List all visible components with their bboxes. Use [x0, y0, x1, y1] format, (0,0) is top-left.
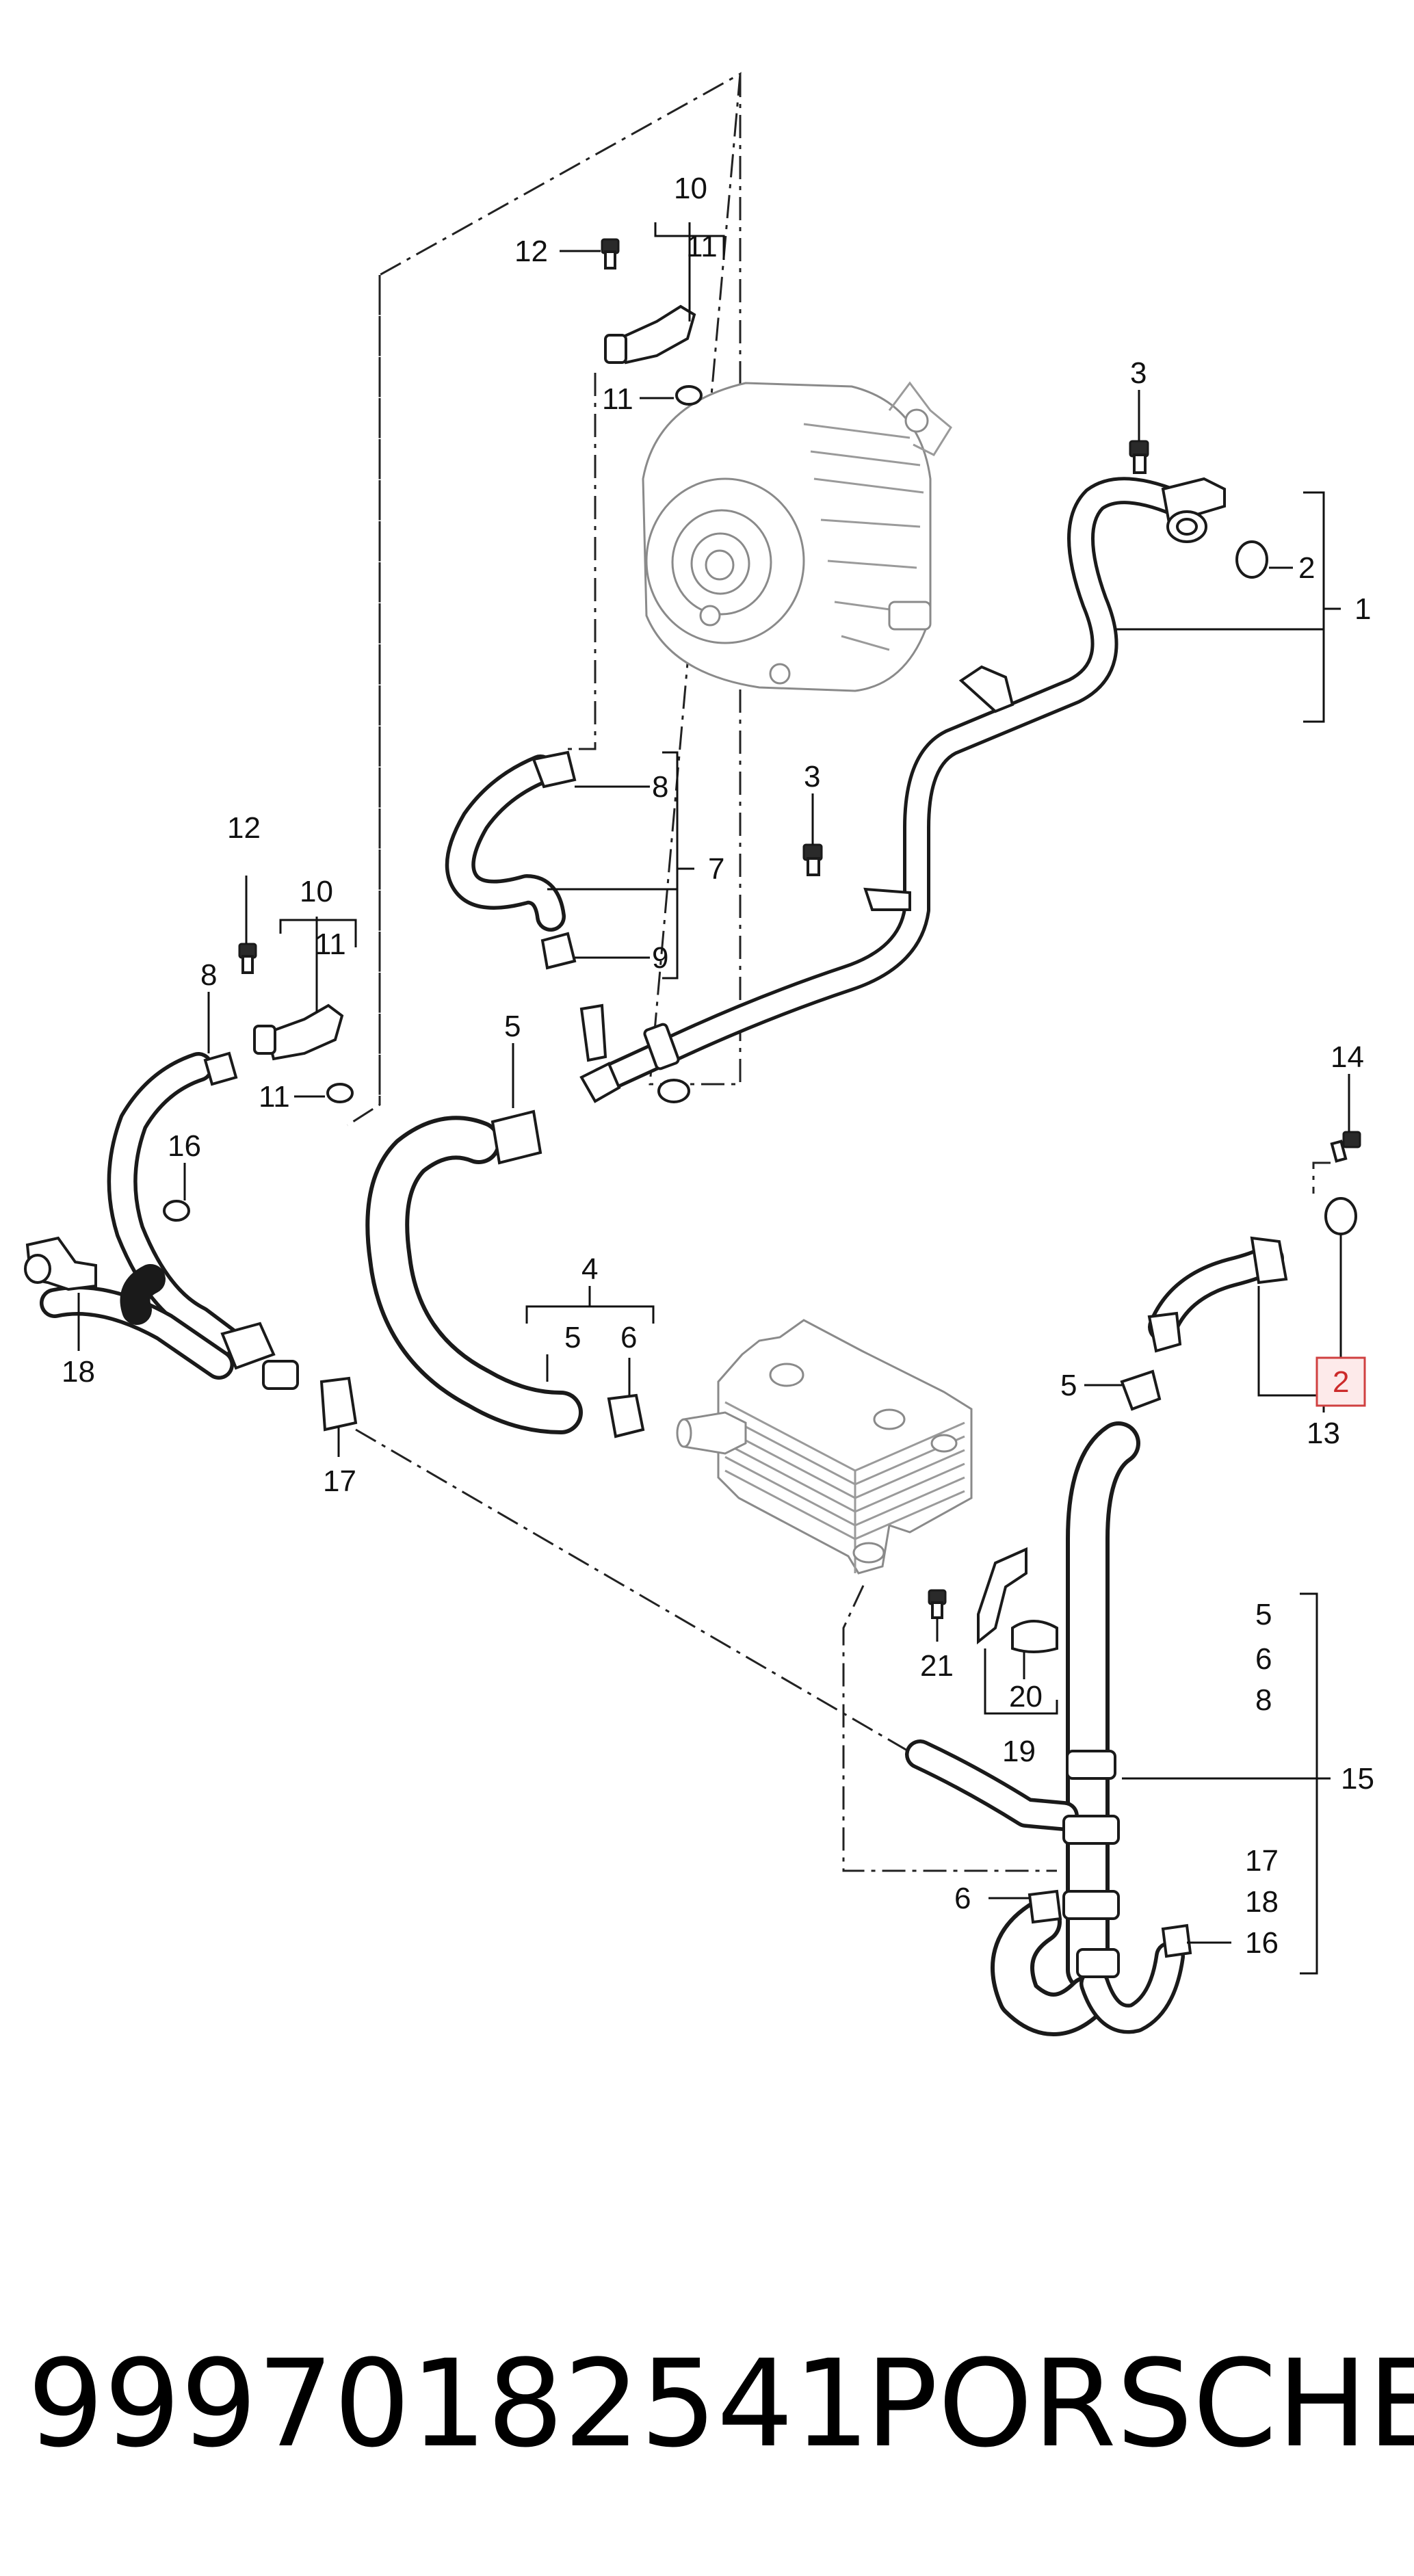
callout-15: 15: [1341, 1762, 1374, 1796]
hose-7: [445, 750, 607, 1062]
bracket-19: [928, 1547, 1058, 1653]
screw-3-mid: [802, 843, 823, 876]
connector-10-top: [601, 238, 703, 406]
alternator: [642, 381, 952, 692]
screw-3-top: [1129, 440, 1149, 474]
o-ring-2-top: [1235, 540, 1268, 579]
part-number: 99970182541: [27, 2334, 870, 2474]
brand-name: PORSCHE: [865, 2334, 1414, 2474]
callout-7: 7: [708, 852, 724, 886]
callout-3-top: 3: [1130, 356, 1147, 390]
callout-10-left: 10: [300, 875, 333, 908]
callout-9: 9: [652, 941, 668, 975]
leader-lines: [77, 222, 1350, 1975]
callout-10-top: 10: [674, 172, 707, 205]
callout-17-group15: 17: [1245, 1844, 1279, 1878]
hose-left: [24, 1051, 358, 1432]
pipe-1: [579, 477, 1226, 1103]
callout-12-left: 12: [227, 811, 261, 845]
highlight-box-part-2: [1315, 1356, 1366, 1407]
callout-5-upper: 5: [504, 1010, 521, 1043]
callout-1: 1: [1354, 592, 1371, 626]
callout-8-group15: 8: [1255, 1683, 1272, 1717]
connector-10-left: [238, 943, 354, 1103]
hose-4: [365, 1109, 645, 1438]
callout-2-highlighted: 2: [1333, 1365, 1349, 1399]
callout-8-top: 8: [652, 770, 668, 804]
callout-5-group4: 5: [564, 1321, 581, 1354]
hose-15: [905, 1421, 1192, 2036]
callout-11-top-left: 11: [602, 382, 633, 416]
callout-labels: 10 11 12 11 3 2 1 8 7 9 3 12 10 11 8 11 …: [62, 172, 1374, 1960]
hose-13: [1147, 1131, 1361, 1353]
clamp-5-right: [1120, 1369, 1162, 1411]
callout-16-group15: 16: [1245, 1926, 1279, 1960]
callout-11-left-left: 11: [259, 1080, 290, 1114]
callout-12-top: 12: [514, 235, 548, 268]
callout-11-left-right: 11: [315, 928, 346, 961]
callout-6-group4: 6: [620, 1321, 637, 1354]
callout-11-top-right: 11: [686, 230, 718, 263]
callout-17-left: 17: [323, 1464, 356, 1498]
callout-13: 13: [1307, 1417, 1340, 1450]
o-ring-2-right: [1324, 1197, 1357, 1235]
callout-5-group15: 5: [1255, 1598, 1272, 1631]
callout-8-left: 8: [200, 958, 217, 992]
callout-6-group15: 6: [1255, 1642, 1272, 1676]
callout-18-left: 18: [62, 1355, 95, 1389]
callout-20: 20: [1009, 1680, 1043, 1713]
callout-3-mid: 3: [804, 760, 820, 793]
callout-4: 4: [581, 1252, 598, 1286]
callout-14: 14: [1331, 1040, 1364, 1074]
callout-2-top: 2: [1298, 551, 1315, 585]
callout-16-left: 16: [168, 1129, 201, 1163]
callout-21: 21: [920, 1649, 954, 1683]
callout-6-lower: 6: [954, 1882, 971, 1915]
callout-19: 19: [1002, 1735, 1036, 1768]
oil-cooler: [676, 1319, 973, 1575]
callout-5-right: 5: [1060, 1369, 1077, 1402]
callout-18-group15: 18: [1245, 1885, 1279, 1919]
